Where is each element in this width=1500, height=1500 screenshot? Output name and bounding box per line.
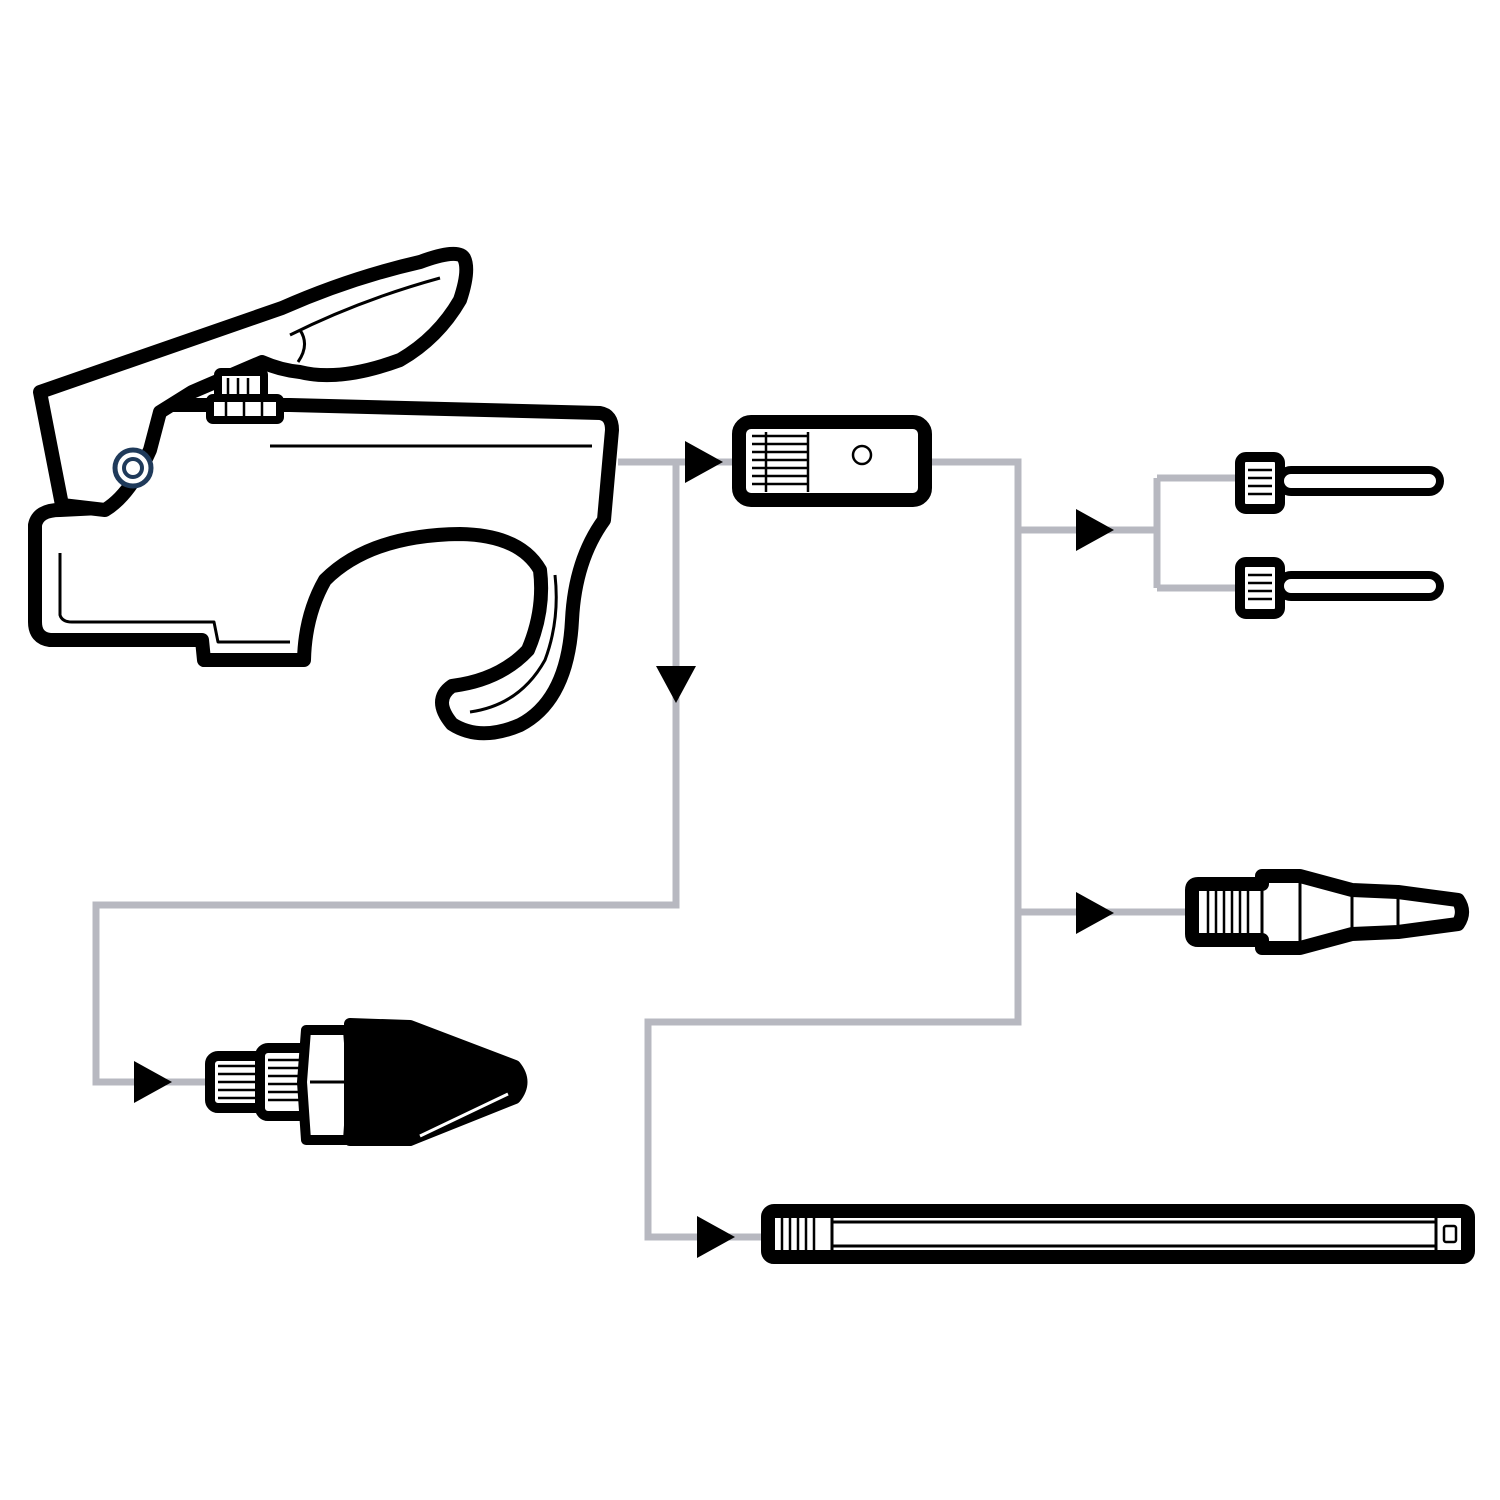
coupler-threads [752,432,810,492]
rubber-tip-collar-threads [268,1058,300,1102]
arrow-down-icon [656,666,696,703]
extension-tube-threads [780,1218,816,1250]
extension-tube-icon [761,1204,1475,1264]
coupler-body [732,415,932,507]
blow-gun-trigger-detail [289,276,441,363]
coupler-vent-hole [851,444,873,466]
tapered-nozzle-icon [1185,869,1469,955]
extension-coupler-icon [732,415,932,507]
flow-arrows [134,441,1114,1258]
tapered-nozzle-threads [1206,890,1250,936]
needle-top-base [1235,452,1285,514]
blow-gun-body-detail [58,444,592,644]
connector-coupler-trunk [644,458,1022,1241]
connector-to-needles [1018,474,1238,592]
extension-tube-ridges [830,1217,1438,1251]
inflation-needle-icon [1235,452,1444,619]
tapered-nozzle-body [1185,869,1469,955]
arrow-right-icon [697,1216,735,1258]
swivel-ring-inner-icon [122,457,144,479]
blow-gun-valve-threads [224,378,264,418]
needle-bottom-shaft [1276,571,1444,601]
needle-top-threads [1248,468,1272,496]
rubber-tip-cone-highlight [419,1092,509,1138]
blow-gun-icon [28,246,619,741]
rubber-tip-fitting-threads [218,1064,258,1100]
arrow-right-icon [1076,892,1114,934]
needle-bottom-base [1235,557,1285,619]
needle-bottom-threads [1248,573,1272,601]
rubber-tip-nozzle-icon [205,1018,528,1146]
extension-tube-tip-slot [1442,1224,1458,1244]
arrow-right-icon [1076,509,1114,551]
blow-gun-trigger [33,246,474,517]
arrow-right-icon [134,1061,172,1103]
connector-gun-to-rubber-tip [92,462,680,1086]
arrow-right-icon [685,441,723,483]
needle-top-shaft [1276,466,1444,496]
rubber-tip-cone [344,1018,528,1146]
blow-gun-body [28,398,619,741]
blow-gun-hook-detail [469,574,558,714]
extension-tube-body [761,1204,1475,1264]
tapered-nozzle-segments [1260,876,1400,948]
